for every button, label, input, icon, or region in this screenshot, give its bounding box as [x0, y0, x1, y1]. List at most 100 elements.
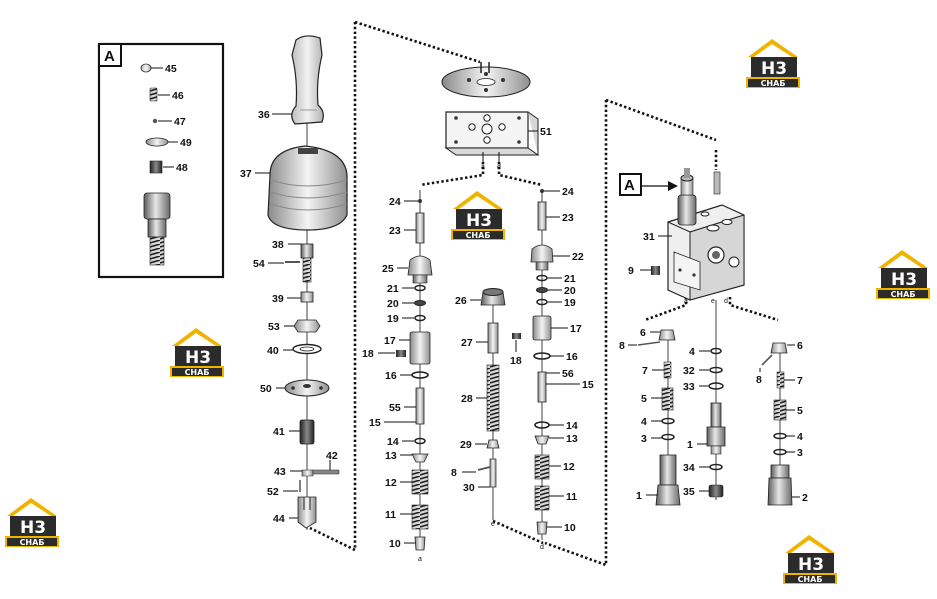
part-49: 49 [180, 137, 192, 149]
port-d-labels: 6 8 7 5 4 3 2 [756, 340, 808, 504]
svg-text:СНАБ: СНАБ [798, 575, 823, 584]
pd-part-5: 5 [797, 405, 803, 417]
pd-part-8: 8 [756, 374, 762, 386]
pe-part-33: 33 [683, 381, 695, 393]
right-part-15: 15 [582, 379, 594, 391]
left-part-10: 10 [389, 538, 401, 550]
part-48: 48 [176, 162, 188, 174]
right-part-12: 12 [563, 461, 575, 473]
left-part-25: 25 [382, 263, 394, 275]
inset-title: A [104, 48, 115, 65]
right-part-17: 17 [570, 323, 582, 335]
pe-part-1: 1 [687, 439, 693, 451]
upper-plate-assembly [441, 62, 540, 162]
valve-body-labels: 31 9 [628, 231, 672, 277]
part-54: 54 [253, 258, 265, 270]
detail-inset-a: A [97, 42, 225, 279]
left-part-12: 12 [385, 477, 397, 489]
left-part-16: 16 [385, 370, 397, 382]
right-part-23: 23 [562, 212, 574, 224]
pa-part-7: 7 [642, 365, 648, 377]
right-part-10: 10 [564, 522, 576, 534]
right-part-16: 16 [566, 351, 578, 363]
part-42: 42 [326, 450, 338, 462]
port-letter-e-valve: e [711, 298, 715, 305]
svg-text:H3: H3 [20, 518, 46, 538]
pd-part-3: 3 [797, 447, 803, 459]
left-part-19: 19 [387, 313, 399, 325]
port-e-parts [706, 347, 726, 498]
svg-text:СНАБ: СНАБ [185, 368, 210, 377]
pa-part-3: 3 [641, 433, 647, 445]
pe-part-4: 4 [689, 346, 695, 358]
part-43: 43 [274, 466, 286, 478]
logo-watermark: H3 СНАБ [783, 535, 837, 584]
pd-part-4: 4 [797, 431, 803, 443]
inset-part-labels: 45 46 47 49 48 [151, 63, 192, 174]
callout-a: A [619, 173, 678, 196]
right-part-20: 20 [564, 285, 576, 297]
port-letter-a-bottom: a [418, 556, 422, 563]
logo-mark: H3 [761, 59, 787, 79]
pa-part-4: 4 [641, 416, 647, 428]
part-45: 45 [165, 63, 177, 75]
part-37: 37 [240, 168, 252, 180]
left-part-20: 20 [387, 298, 399, 310]
pilot-column-right: d [530, 189, 554, 551]
logo-watermark: H3 СНАБ [876, 250, 930, 299]
logo-word: СНАБ [761, 79, 786, 88]
pe-part-34: 34 [683, 462, 695, 474]
right-part-24: 24 [562, 186, 574, 198]
callout-a-label: A [624, 177, 635, 194]
svg-text:H3: H3 [466, 211, 492, 231]
left-part-14: 14 [387, 436, 399, 448]
logo-watermark: H3 СНАБ [451, 191, 505, 240]
right-part-19: 19 [564, 297, 576, 309]
pa-part-6: 6 [640, 327, 646, 339]
pa-part-1: 1 [636, 490, 642, 502]
mid-part-8: 8 [451, 467, 457, 479]
middle-column-labels: 26 27 28 29 8 30 18 [451, 295, 522, 494]
middle-column: e [477, 288, 521, 528]
port-letter-a-top: a [481, 164, 485, 171]
port-a-parts [637, 329, 681, 506]
svg-text:СНАБ: СНАБ [466, 231, 491, 240]
port-d-parts [761, 342, 793, 506]
part-47: 47 [174, 116, 186, 128]
right-column-labels: 24 23 22 21 20 19 17 16 56 15 14 13 12 1… [544, 186, 594, 534]
right-part-21: 21 [564, 273, 576, 285]
left-part-24: 24 [389, 196, 401, 208]
part-51: 51 [540, 126, 552, 138]
part-52: 52 [267, 486, 279, 498]
valve-body: a e d [651, 168, 745, 305]
left-part-23: 23 [389, 225, 401, 237]
left-part-18: 18 [362, 348, 374, 360]
pe-part-32: 32 [683, 365, 695, 377]
port-e-labels: 4 32 33 1 34 35 [683, 346, 710, 498]
logo-watermark: H3 СНАБ [746, 39, 800, 88]
mid-part-28: 28 [461, 393, 473, 405]
pd-part-7: 7 [797, 375, 803, 387]
mid-part-29: 29 [460, 439, 472, 451]
svg-text:H3: H3 [891, 270, 917, 290]
port-a-labels: 6 8 7 5 4 3 1 [619, 327, 664, 502]
pa-part-8: 8 [619, 340, 625, 352]
port-letter-d-valve: d [724, 298, 728, 305]
right-part-13: 13 [566, 433, 578, 445]
part-50: 50 [260, 383, 272, 395]
valve-part-31: 31 [643, 231, 655, 243]
pd-part-2: 2 [802, 492, 808, 504]
dotted-guide-lines [309, 20, 779, 567]
svg-text:H3: H3 [185, 348, 211, 368]
part-40: 40 [267, 345, 279, 357]
lever-part-labels: 36 37 38 54 39 53 40 50 41 42 43 52 44 [240, 109, 338, 525]
right-part-11: 11 [566, 491, 577, 503]
right-part-22: 22 [572, 251, 584, 263]
right-part-14: 14 [566, 420, 578, 432]
part-44: 44 [273, 513, 285, 525]
part-46: 46 [172, 90, 184, 102]
port-letter-e-bottom: e [491, 521, 495, 528]
logos: H3 СНАБ H3 СНАБ H3 СНАБ H3 СНАБ [5, 39, 930, 584]
left-part-17: 17 [384, 335, 396, 347]
